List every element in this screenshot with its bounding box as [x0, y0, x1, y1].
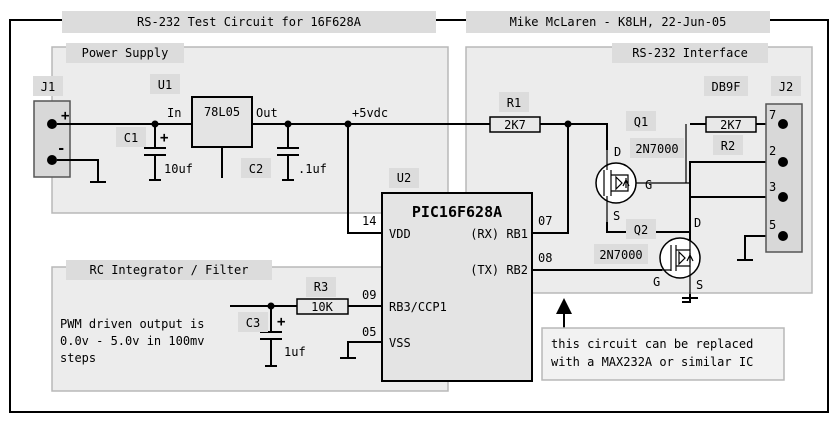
db9-pin5 — [778, 231, 788, 241]
r2-label: R2 — [721, 139, 735, 153]
u1-regulator — [191, 96, 253, 148]
q2-label: Q2 — [634, 223, 648, 237]
q1-mosfet — [595, 124, 690, 222]
c3-capacitor — [260, 306, 282, 367]
c2-value: .1uf — [298, 162, 327, 176]
c3-value: 1uf — [284, 345, 306, 359]
pin14-number: 14 — [362, 214, 376, 228]
u1-label: U1 — [158, 78, 172, 92]
db9-pin3-label: 3 — [769, 180, 776, 194]
u2-microcontroller — [381, 192, 533, 382]
note-arrow — [556, 298, 572, 314]
r1-resistor — [489, 116, 541, 133]
q2-part: 2N7000 — [599, 248, 642, 262]
replace-note-line1: this circuit can be replaced — [551, 337, 753, 351]
vcc-label: +5vdc — [352, 106, 388, 120]
pin-rb2-name: (TX) RB2 — [470, 263, 528, 277]
vcc-rail — [57, 123, 608, 150]
q2-gate-label: G — [653, 275, 660, 289]
pin-rb1-name: (RX) RB1 — [470, 227, 528, 241]
db9-pin2-wire — [689, 161, 783, 232]
u2-label: U2 — [397, 171, 411, 185]
r3-label: R3 — [314, 280, 328, 294]
power-supply-label: Power Supply — [82, 46, 169, 60]
rs232-label: RS-232 Interface — [632, 46, 748, 60]
j2-label: J2 — [779, 80, 793, 94]
vss-ground — [340, 341, 382, 359]
pwm-note-line2: 0.0v - 5.0v in 100mv — [60, 334, 205, 348]
header-author: Mike McLaren - K8LH, 22-Jun-05 — [466, 11, 770, 33]
replace-note-line2: with a MAX232A or similar IC — [551, 355, 753, 369]
q1-source-label: S — [613, 209, 620, 223]
q2-mosfet — [659, 232, 701, 294]
reg-out-label: Out — [256, 106, 278, 120]
q1-label: Q1 — [634, 115, 648, 129]
db9-pin2-label: 2 — [769, 144, 776, 158]
vdd-wire — [347, 124, 382, 234]
q2-source-label: S — [696, 278, 703, 292]
db9-label: DB9F — [712, 80, 741, 94]
pwm-note-line1: PWM driven output is — [60, 317, 205, 331]
reg-in-label: In — [167, 106, 181, 120]
db9-pin7-label: 7 — [769, 108, 776, 122]
pin-rb3-name: RB3/CCP1 — [389, 300, 447, 314]
q1-drain-label: D — [614, 145, 621, 159]
j1-minus-sign: - — [57, 141, 65, 157]
pin09-number: 09 — [362, 288, 376, 302]
c1-label: C1 — [124, 131, 138, 145]
replacement-note: this circuit can be replaced with a MAX2… — [541, 327, 785, 381]
mcu-part: PIC16F628A — [412, 203, 502, 221]
pin05-number: 05 — [362, 325, 376, 339]
regulator-part: 78L05 — [204, 105, 240, 119]
header-title: RS-232 Test Circuit for 16F628A — [62, 11, 436, 33]
j1-plus-sign: + — [61, 108, 69, 124]
db9-pin3 — [778, 192, 788, 202]
c1-value: 10uf — [164, 162, 193, 176]
q1-gate-label: G — [645, 178, 652, 192]
svg-text:Mike McLaren - K8LH, 22-Jun-05: Mike McLaren - K8LH, 22-Jun-05 — [510, 15, 727, 29]
pin-vss-name: VSS — [389, 336, 411, 350]
r2-resistor — [705, 116, 757, 133]
j1-ground — [57, 159, 106, 183]
pin07-number: 07 — [538, 214, 552, 228]
c3-plus: + — [277, 314, 285, 330]
pwm-note-line3: steps — [60, 351, 96, 365]
c2-capacitor — [277, 124, 299, 181]
rb1-wire — [532, 124, 569, 234]
r3-resistor — [296, 298, 349, 315]
q1-part: 2N7000 — [635, 142, 678, 156]
c3-label: C3 — [246, 316, 260, 330]
pin08-number: 08 — [538, 251, 552, 265]
r2-value: 2K7 — [720, 118, 742, 132]
j1-pin-negative — [47, 155, 57, 165]
q2-drain-label: D — [694, 216, 701, 230]
c1-plus: + — [160, 130, 168, 146]
db9-pin5-label: 5 — [769, 218, 776, 232]
pin-vdd-name: VDD — [389, 227, 411, 241]
rc-filter-label: RC Integrator / Filter — [90, 263, 249, 277]
r1-value: 2K7 — [504, 118, 526, 132]
c1-capacitor — [144, 124, 166, 181]
j1-label: J1 — [41, 80, 55, 94]
c2-label: C2 — [249, 162, 263, 176]
svg-text:RS-232 Test Circuit for 16F628: RS-232 Test Circuit for 16F628A — [137, 15, 362, 29]
r1-label: R1 — [507, 96, 521, 110]
db9-pin7 — [778, 119, 788, 129]
db9-pin2 — [778, 157, 788, 167]
r3-value: 10K — [311, 300, 333, 314]
j1-pin-positive — [47, 119, 57, 129]
